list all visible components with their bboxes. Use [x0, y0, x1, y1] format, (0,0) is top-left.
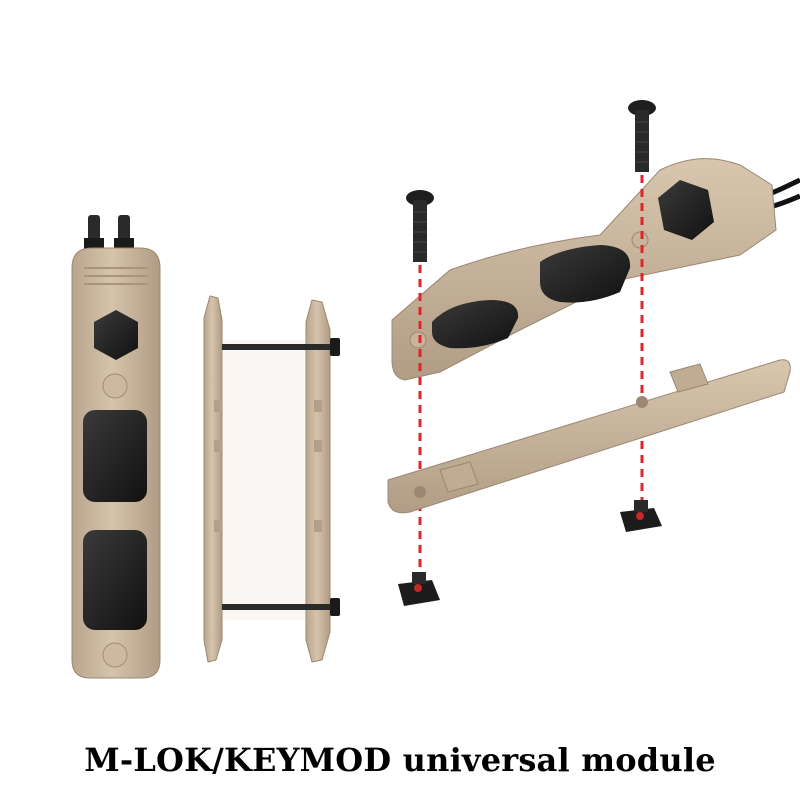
- cable-plugs: [84, 215, 134, 252]
- side-plate-right: [305, 299, 331, 663]
- mount-hole-icon: [414, 486, 426, 498]
- t-nut-icon: [620, 500, 662, 532]
- pad-button-lower: [432, 300, 519, 349]
- mount-hole-icon: [636, 396, 648, 408]
- product-photo: [71, 100, 800, 679]
- side-plate-left: [203, 295, 223, 663]
- mount-hole-icon: [102, 373, 128, 399]
- side-view-switch: [203, 295, 340, 663]
- pad-button-upper: [83, 410, 147, 502]
- housing-ribs: [84, 267, 148, 285]
- screw-icon: [406, 190, 434, 262]
- mount-hole-icon: [631, 231, 649, 249]
- product-caption: M-LOK/KEYMOD universal module: [84, 741, 716, 779]
- mount-plate: [387, 359, 791, 514]
- pad-button-upper: [540, 245, 631, 303]
- hex-button-icon: [94, 310, 138, 360]
- pad-button-lower: [83, 530, 147, 630]
- screw-icon: [222, 598, 340, 616]
- exploded-view: [387, 100, 800, 606]
- mount-hole-icon: [102, 642, 128, 668]
- mount-hole-icon: [409, 331, 427, 349]
- t-nut-icon: [398, 572, 440, 606]
- screw-icon: [222, 338, 340, 356]
- front-view-switch: [71, 215, 161, 679]
- hex-button-icon: [658, 180, 714, 240]
- guide-line-icon: [418, 175, 644, 580]
- screw-icon: [628, 100, 656, 172]
